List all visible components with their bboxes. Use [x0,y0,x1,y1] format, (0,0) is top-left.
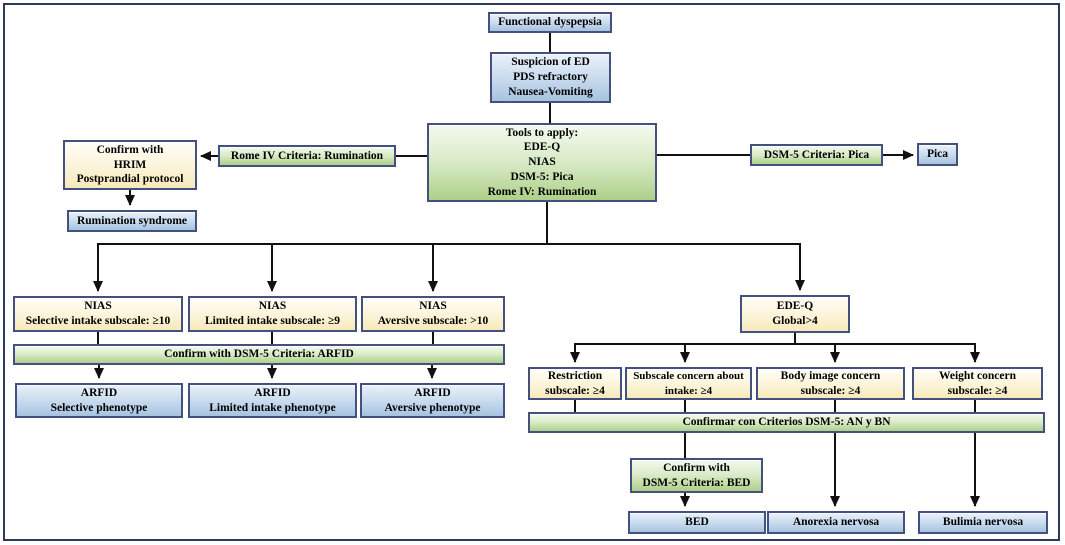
node-functional-dyspepsia: Functional dyspepsia [488,12,612,33]
node-label: Subscale concern about [633,370,744,383]
node-rumination-syndrome: Rumination syndrome [67,210,197,232]
node-label: Confirm with [96,143,164,156]
node-label: ARFID [254,386,291,399]
node-label: Restriction [547,369,603,382]
node-weight-concern-subscale: Weight concern subscale: ≥4 [912,367,1043,400]
node-label: Selective phenotype [50,401,148,414]
node-label: ARFID [414,386,451,399]
node-concern-intake-subscale: Subscale concern about intake: ≥4 [625,367,752,400]
node-label: DSM-5 Criteria: BED [642,476,751,489]
node-label: Anorexia nervosa [792,516,880,529]
node-label: Postprandial protocol [76,173,184,186]
node-nias-limited: NIAS Limited intake subscale: ≥9 [188,296,357,332]
node-dsm5-criteria-pica: DSM-5 Criteria: Pica [750,144,883,166]
node-label: Rumination syndrome [76,214,187,227]
node-label: DSM-5: Pica [510,170,574,183]
node-confirm-arfid-bar: Confirm with DSM-5 Criteria: ARFID [13,344,505,365]
node-confirm-an-bn-bar: Confirmar con Criterios DSM-5: AN y BN [528,412,1045,433]
node-label: Pica [926,148,949,161]
node-confirm-hrim: Confirm with HRIM Postprandial protocol [63,140,197,190]
node-label: Rome IV Criteria: Rumination [230,149,384,162]
node-suspicion: Suspicion of ED PDS refractory Nausea-Vo… [490,52,611,103]
node-nias-aversive: NIAS Aversive subscale: >10 [361,296,505,332]
node-label: Limited intake subscale: ≥9 [204,315,341,327]
node-anorexia-nervosa: Anorexia nervosa [767,511,905,534]
node-bed: BED [628,511,766,534]
node-label: Global>4 [772,315,818,327]
node-label: subscale: ≥4 [947,384,1008,397]
node-label: Nausea-Vomiting [508,85,593,98]
node-label: Aversive subscale: >10 [377,315,489,327]
node-arfid-selective: ARFID Selective phenotype [15,383,183,418]
node-restriction-subscale: Restriction subscale: ≥4 [528,367,622,400]
node-pica: Pica [917,143,958,166]
node-label: EDE-Q [523,141,561,154]
node-label: Functional dyspepsia [498,16,602,29]
node-rome-iv-criteria-rumination: Rome IV Criteria: Rumination [218,145,396,167]
node-arfid-limited: ARFID Limited intake phenotype [188,383,357,418]
node-label: subscale: ≥4 [800,384,861,397]
node-label: Aversive phenotype [384,401,481,414]
node-nias-selective: NIAS Selective intake subscale: ≥10 [13,296,183,332]
node-label: EDE-Q [776,300,814,313]
node-label: Body image concern [780,369,881,382]
node-body-image-subscale: Body image concern subscale: ≥4 [756,367,905,400]
node-label: Confirmar con Criterios DSM-5: AN y BN [682,416,891,429]
node-edeq-global: EDE-Q Global>4 [740,295,850,333]
node-label: subscale: ≥4 [545,384,605,397]
node-label: Limited intake phenotype [209,401,336,414]
node-label: DSM-5 Criteria: Pica [763,148,870,161]
node-label: Confirm with [663,461,730,474]
node-bulimia-nervosa: Bulimia nervosa [918,511,1048,534]
node-label: NIAS [258,300,287,313]
node-arfid-aversive: ARFID Aversive phenotype [360,383,505,418]
node-label: Weight concern [939,369,1016,382]
node-label: NIAS [84,300,112,313]
node-confirm-bed: Confirm with DSM-5 Criteria: BED [630,458,763,493]
node-label: HRIM [113,158,147,171]
node-label: Tools to apply: [505,126,579,139]
node-label: Rome IV: Rumination [487,185,597,198]
node-label: intake: ≥4 [664,384,713,397]
node-label: Selective intake subscale: ≥10 [25,315,171,327]
node-label: Confirm with DSM-5 Criteria: ARFID [164,348,354,361]
node-label: NIAS [528,156,556,169]
node-label: ARFID [80,386,118,399]
node-label: NIAS [419,300,447,313]
node-label: Bulimia nervosa [942,516,1024,529]
node-label: PDS refractory [513,71,588,84]
node-label: BED [685,516,709,529]
node-tools-to-apply: Tools to apply: EDE-Q NIAS DSM-5: Pica R… [427,123,657,202]
node-label: Suspicion of ED [511,56,590,69]
